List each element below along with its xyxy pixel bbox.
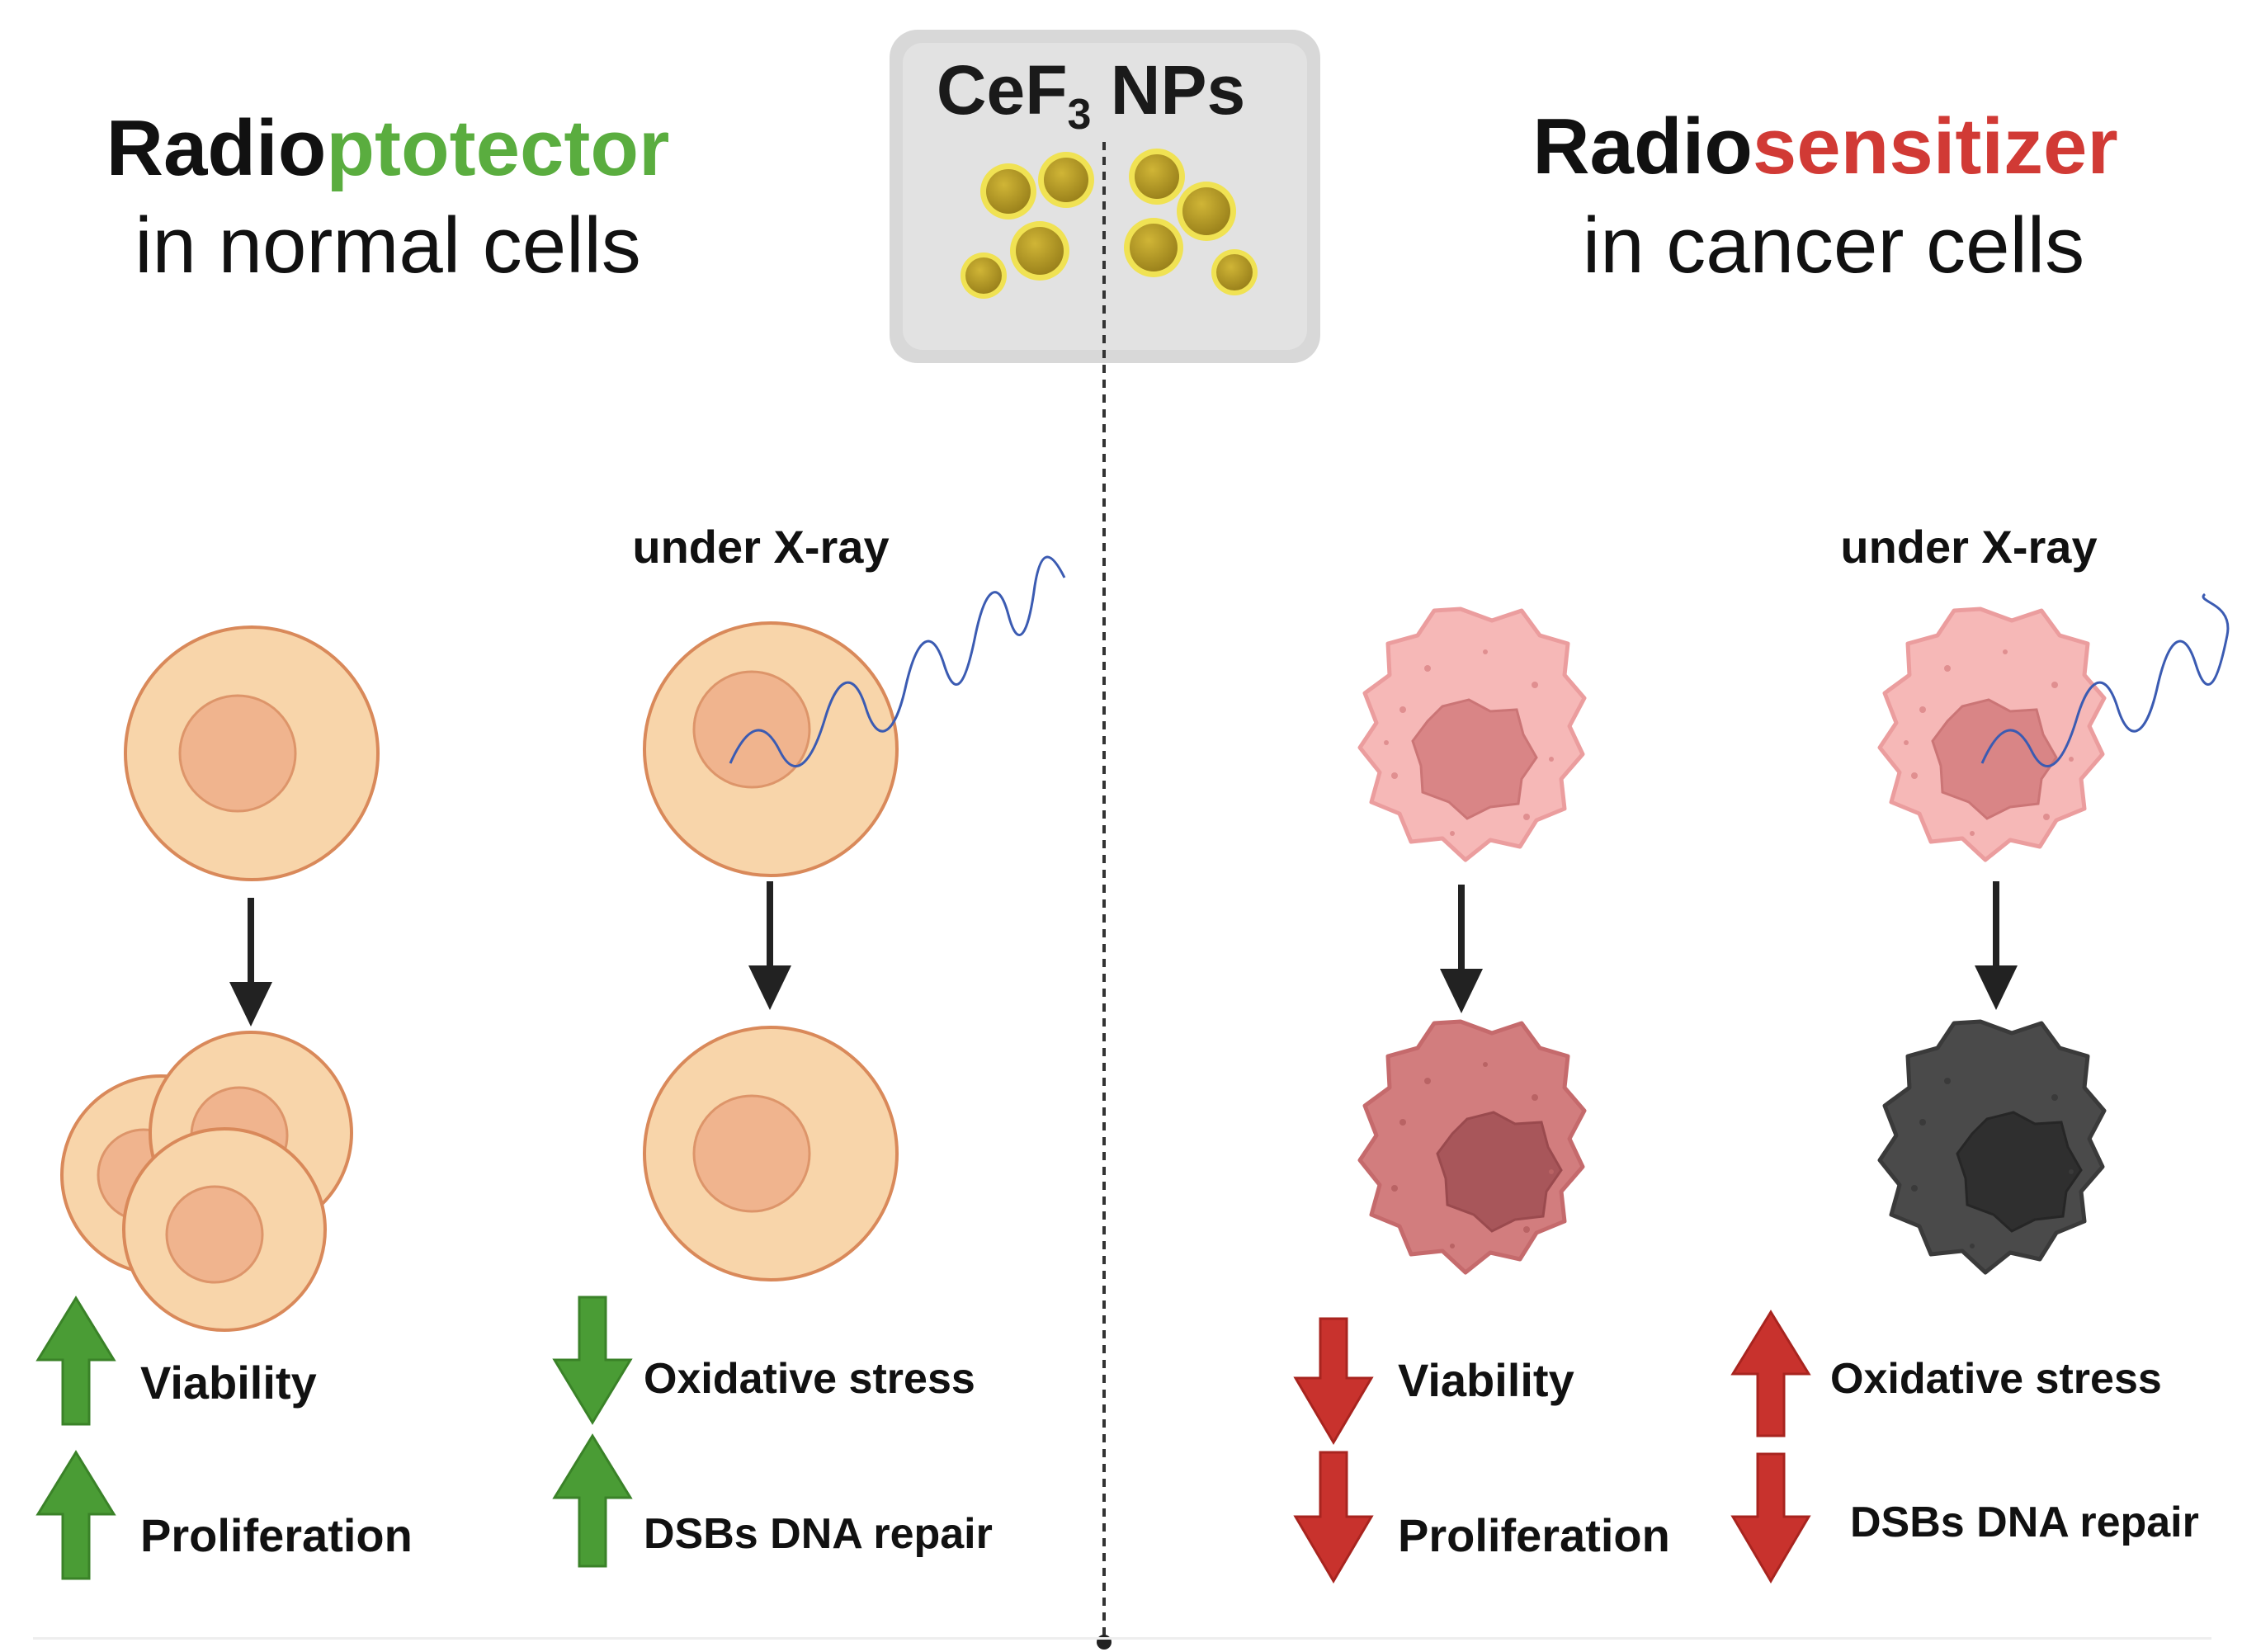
xray-wave-left (729, 555, 1066, 767)
left-xray-label: under X-ray (632, 521, 889, 573)
transition-arrow (1975, 881, 2018, 1010)
nanoparticles-group (961, 149, 1258, 299)
effect-row-oxidative-right: Oxidative stress (1730, 1310, 2162, 1437)
effect-label: Viability (140, 1357, 317, 1409)
effect-label: DSBs DNA repair (644, 1510, 993, 1558)
transition-arrow (1440, 885, 1483, 1013)
nanoparticle (1038, 152, 1094, 208)
nanoparticle (980, 163, 1036, 219)
up-arrow-icon (1730, 1310, 1811, 1437)
normal-cell-protected (643, 1026, 899, 1281)
up-arrow-icon (35, 1296, 116, 1426)
nanoparticle (961, 253, 1007, 299)
effect-label: Oxidative stress (644, 1355, 975, 1403)
effect-label: Oxidative stress (1830, 1355, 2162, 1403)
normal-cell (124, 625, 380, 881)
cancer-cell-dead (1877, 1019, 2107, 1275)
effect-row-proliferation-right: Proliferation (1293, 1451, 1670, 1584)
nanoparticle (1177, 182, 1236, 241)
normal-cell-irradiated (643, 621, 899, 877)
effect-label: DSBs DNA repair (1850, 1499, 2199, 1546)
effect-label: Proliferation (1398, 1509, 1670, 1561)
down-arrow-icon (1293, 1317, 1374, 1445)
right-title-prefix: Radio (1532, 102, 1753, 191)
cancer-cell (1357, 607, 1587, 862)
bottom-strip (33, 1637, 2211, 1640)
left-subtitle: in normal cells (135, 201, 641, 290)
effect-row-viability-left: Viability (35, 1296, 317, 1426)
nanoparticle-label: CeF3 NPs (937, 51, 1245, 139)
right-subtitle: in cancer cells (1583, 201, 2084, 290)
nanoparticle-panel: CeF3 NPs (890, 30, 1320, 363)
effect-row-dsb-left: DSBs DNA repair (552, 1433, 993, 1568)
transition-arrow (748, 881, 791, 1010)
up-arrow-icon (552, 1433, 633, 1568)
down-arrow-icon (1293, 1451, 1374, 1584)
up-arrow-icon (35, 1450, 116, 1580)
effect-row-oxidative-left: Oxidative stress (552, 1296, 975, 1425)
right-title-accent: sensitizer (1753, 102, 2118, 191)
effect-row-viability-right: Viability (1293, 1317, 1574, 1445)
nanoparticle (1129, 149, 1185, 205)
nanoparticle (1124, 218, 1183, 277)
effect-label: Proliferation (140, 1509, 413, 1561)
divider-end-dot (1097, 1635, 1112, 1650)
left-title-prefix: Radio (106, 104, 327, 192)
transition-arrow (229, 898, 272, 1027)
left-title-accent: ptotector (326, 104, 669, 192)
proliferated-cells (60, 1031, 353, 1332)
xray-wave-right (1980, 592, 2230, 767)
effect-label: Viability (1398, 1354, 1574, 1406)
right-title: Radiosensitizer (1532, 102, 2118, 191)
nanoparticle (1211, 249, 1258, 295)
nanoparticle (1010, 221, 1069, 281)
left-title: Radioptotector (106, 104, 670, 192)
right-xray-label: under X-ray (1840, 521, 2097, 573)
down-arrow-icon (552, 1296, 633, 1425)
effect-row-dsb-right: DSBs DNA repair (1730, 1452, 2199, 1584)
effect-row-proliferation-left: Proliferation (35, 1450, 413, 1580)
cancer-cell-damaged (1357, 1019, 1587, 1275)
down-arrow-icon (1730, 1452, 1811, 1584)
cancer-cell-irradiated (1877, 607, 2107, 862)
